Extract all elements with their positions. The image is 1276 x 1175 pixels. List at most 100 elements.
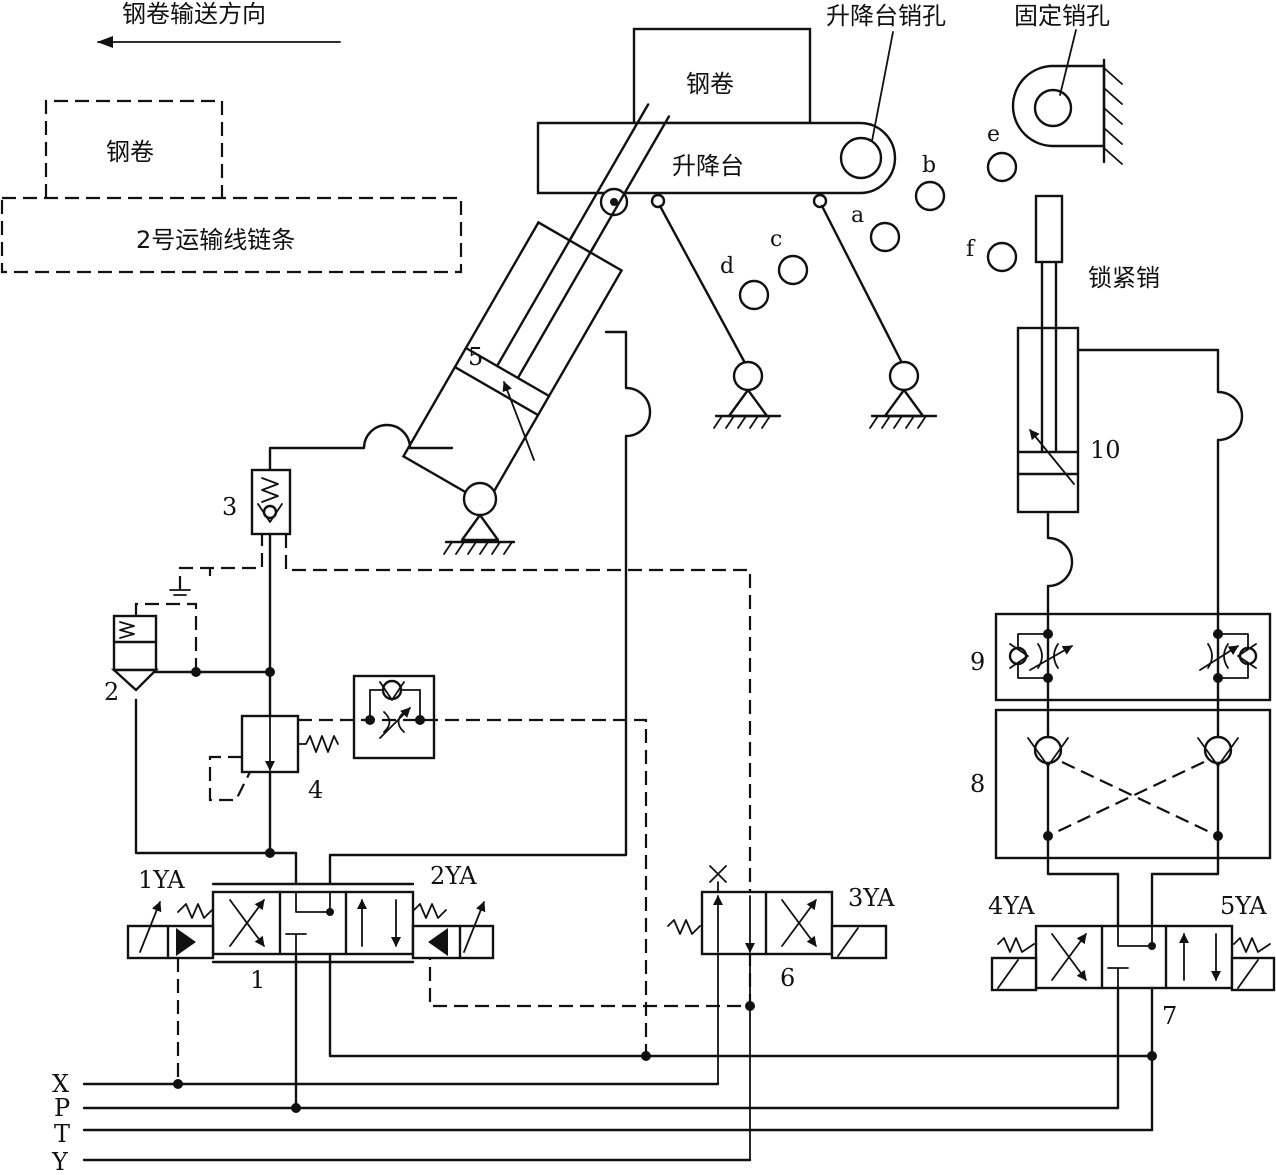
block-9-node-3 <box>1213 629 1223 639</box>
valve-2-label: 2 <box>104 678 119 706</box>
block-9-right-arrow <box>1199 645 1239 671</box>
sol-3YA-label: 3YA <box>848 884 895 912</box>
lift-table-pin-hole-label: 升降台销孔 <box>826 2 946 30</box>
valve-6-blocked-port <box>709 865 727 883</box>
block-8-right-seat <box>1197 737 1239 767</box>
valve-4-pilot <box>208 755 251 802</box>
coil-left-label: 钢卷 <box>106 138 154 166</box>
fixed-pin-hole-label: 固定销孔 <box>1014 2 1110 30</box>
cylinder-5-ground-hatch <box>443 541 513 555</box>
block-9-node-1 <box>1043 629 1053 639</box>
cylinder-5-rod-eye-pin <box>610 198 618 206</box>
locking-pin-label: 锁紧销 <box>1088 264 1160 292</box>
valve-1-center-node <box>326 908 334 916</box>
block-9-node-4 <box>1213 673 1223 683</box>
link-arm-2 <box>820 204 904 365</box>
link-support-1-triangle <box>727 388 769 418</box>
lift-table-label: 升降台 <box>672 152 744 180</box>
node-P-1 <box>291 1103 301 1113</box>
coil-left-outline <box>44 99 224 198</box>
cylinder-5-barrel <box>401 220 624 506</box>
line-to-cyl5-rod <box>328 330 652 885</box>
coil-on-chain: 钢卷 2号运输线链条 <box>0 99 463 274</box>
cylinder-5-base-triangle <box>460 513 500 542</box>
block-8-left-seat <box>1027 737 1069 767</box>
node-X-1 <box>173 1079 183 1089</box>
hydraulic-lines-right <box>1046 348 1244 928</box>
cylinder-5-rod-ext-right <box>589 115 671 254</box>
valve-1-body <box>211 890 415 956</box>
drain-tank-symbol <box>169 589 191 596</box>
sol-5YA-label: 5YA <box>1220 892 1267 920</box>
lift-table-pin-hole <box>839 136 883 180</box>
pos-c-circle <box>777 254 809 286</box>
valve-2: 2 <box>104 614 159 706</box>
valve-1: 1YA 2YA 1 <box>126 862 1154 1110</box>
pilot-valve-3-drain <box>178 534 264 590</box>
cylinder-5-body <box>401 103 671 506</box>
pos-e-label: e <box>987 122 1000 147</box>
pin-hole-leader <box>871 31 894 142</box>
pos-d-label: d <box>720 254 734 279</box>
linkages <box>650 193 938 429</box>
valve-1-label: 1 <box>250 966 265 994</box>
block-8-right-ball <box>1203 735 1233 765</box>
node-T-pilot <box>641 1051 651 1061</box>
line-to-valve1-a <box>268 851 298 885</box>
valve-7-right-solenoid <box>1230 956 1276 992</box>
pos-a-circle <box>869 221 901 253</box>
valve-1-T-port <box>328 952 1154 1058</box>
valve-6-cross-b <box>781 899 817 947</box>
line-to-cyl5-bottom <box>268 423 454 472</box>
chain-label: 2号运输线链条 <box>136 226 295 254</box>
fixed-pin-hole: 固定销孔 <box>1011 2 1123 165</box>
valve-1-cross-b <box>229 899 265 947</box>
line-X-label: X <box>52 1070 69 1098</box>
pos-c-label: c <box>770 227 782 252</box>
valve-7-right-spring <box>1233 937 1271 953</box>
block-9-box <box>994 612 1272 702</box>
valve-1-left-solenoid-arrow <box>139 901 162 953</box>
conveying-direction-label: 钢卷输送方向 <box>122 0 266 28</box>
valve-7-left-solenoid <box>990 956 1038 992</box>
cylinder-5-piston-top <box>464 346 551 398</box>
cylinder-10-label: 10 <box>1090 436 1121 464</box>
sol-4YA-label: 4YA <box>988 892 1035 920</box>
valve-4-label: 4 <box>308 776 323 804</box>
block-8-box <box>994 708 1272 860</box>
valve-1-right-spring <box>413 903 447 919</box>
cylinder-5-piston-bottom <box>453 365 540 417</box>
link-support-2-hatch <box>869 415 927 429</box>
valve-2-cone <box>110 668 159 692</box>
cylinder-10-variable-arrow <box>1029 429 1075 485</box>
link-support-2-pivot <box>888 360 920 392</box>
lift-table: 钢卷 升降台 升降台销孔 <box>536 2 946 195</box>
line-relief-bypass <box>134 698 272 855</box>
line-cyl10-rod <box>1076 348 1244 616</box>
valve-3-seat <box>257 503 283 523</box>
valve-1-left-actuator <box>126 924 215 960</box>
valve-3-box <box>250 468 292 536</box>
pos-a-label: a <box>851 203 864 228</box>
block-9: 9 <box>970 612 1272 702</box>
sol-2YA-label: 2YA <box>430 862 477 890</box>
throttle-check-valve <box>298 674 648 1056</box>
locking-pin-head <box>1034 194 1064 264</box>
throttle-seat <box>369 681 421 701</box>
valve-1-left-pilot-triangle <box>176 928 196 956</box>
link-support-1-pivot <box>732 360 764 392</box>
valve-1-right-pilot-triangle <box>428 928 448 956</box>
block-8-node-2 <box>1213 831 1223 841</box>
valve-7-T-node <box>1147 1051 1157 1061</box>
cylinder-5-variable-arrow <box>502 381 535 461</box>
valve-3-spring <box>261 477 279 503</box>
link-pin-2 <box>812 193 828 209</box>
line-Y-label: Y <box>51 1148 69 1175</box>
cylinder-5-rod-right <box>516 242 597 380</box>
supply-lines: X P T Y <box>51 1051 1154 1175</box>
pos-b-circle <box>914 180 946 212</box>
valve-4: 4 <box>208 714 339 804</box>
coil-top-box <box>632 27 812 125</box>
pos-f-label: f <box>966 237 976 262</box>
